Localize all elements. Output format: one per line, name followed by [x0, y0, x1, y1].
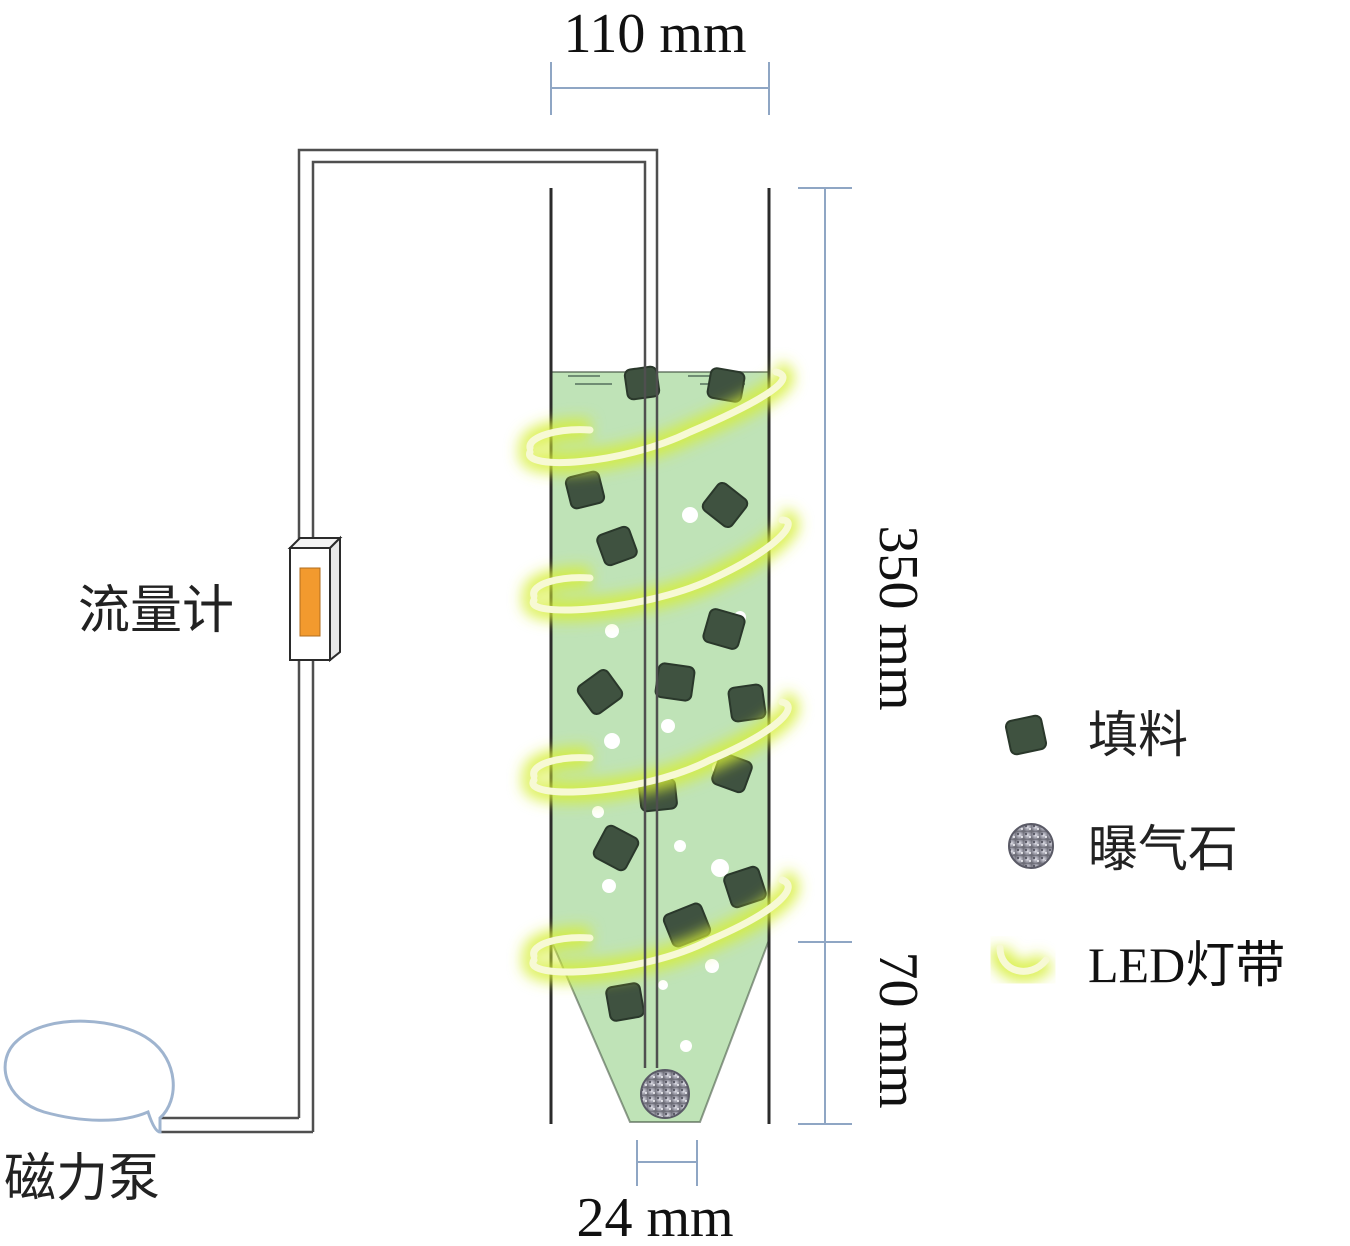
top-width-dimension: 110 mm: [550, 3, 770, 115]
height-dimension: [798, 187, 852, 1125]
pump-label: 磁力泵: [4, 1149, 160, 1209]
body-height-label: 350 mm: [867, 525, 929, 710]
flowmeter: [287, 535, 343, 663]
legend: 填料 曝气石 LED灯带: [989, 706, 1285, 993]
bottom-width-dimension: 24 mm: [576, 1140, 734, 1246]
magnetic-pump: [3, 1019, 175, 1134]
bottom-width-label: 24 mm: [576, 1187, 733, 1246]
flowmeter-label: 流量计: [78, 581, 234, 641]
legend-label-led: LED灯带: [1088, 937, 1285, 993]
led-strip-icon: [989, 944, 1055, 983]
legend-label-packing: 填料: [1088, 706, 1188, 764]
air-pipe: [160, 148, 659, 1134]
aeration-stone-icon: [1008, 823, 1054, 869]
legend-label-aerator: 曝气石: [1088, 820, 1238, 878]
top-width-label: 110 mm: [563, 3, 746, 65]
flowmeter-indicator: [299, 567, 321, 637]
cone-height-label: 70 mm: [867, 951, 929, 1108]
aeration-stone: [640, 1069, 690, 1119]
led-strip: [518, 361, 800, 983]
packing-cube-icon: [1004, 714, 1048, 756]
led-core: [526, 368, 792, 976]
